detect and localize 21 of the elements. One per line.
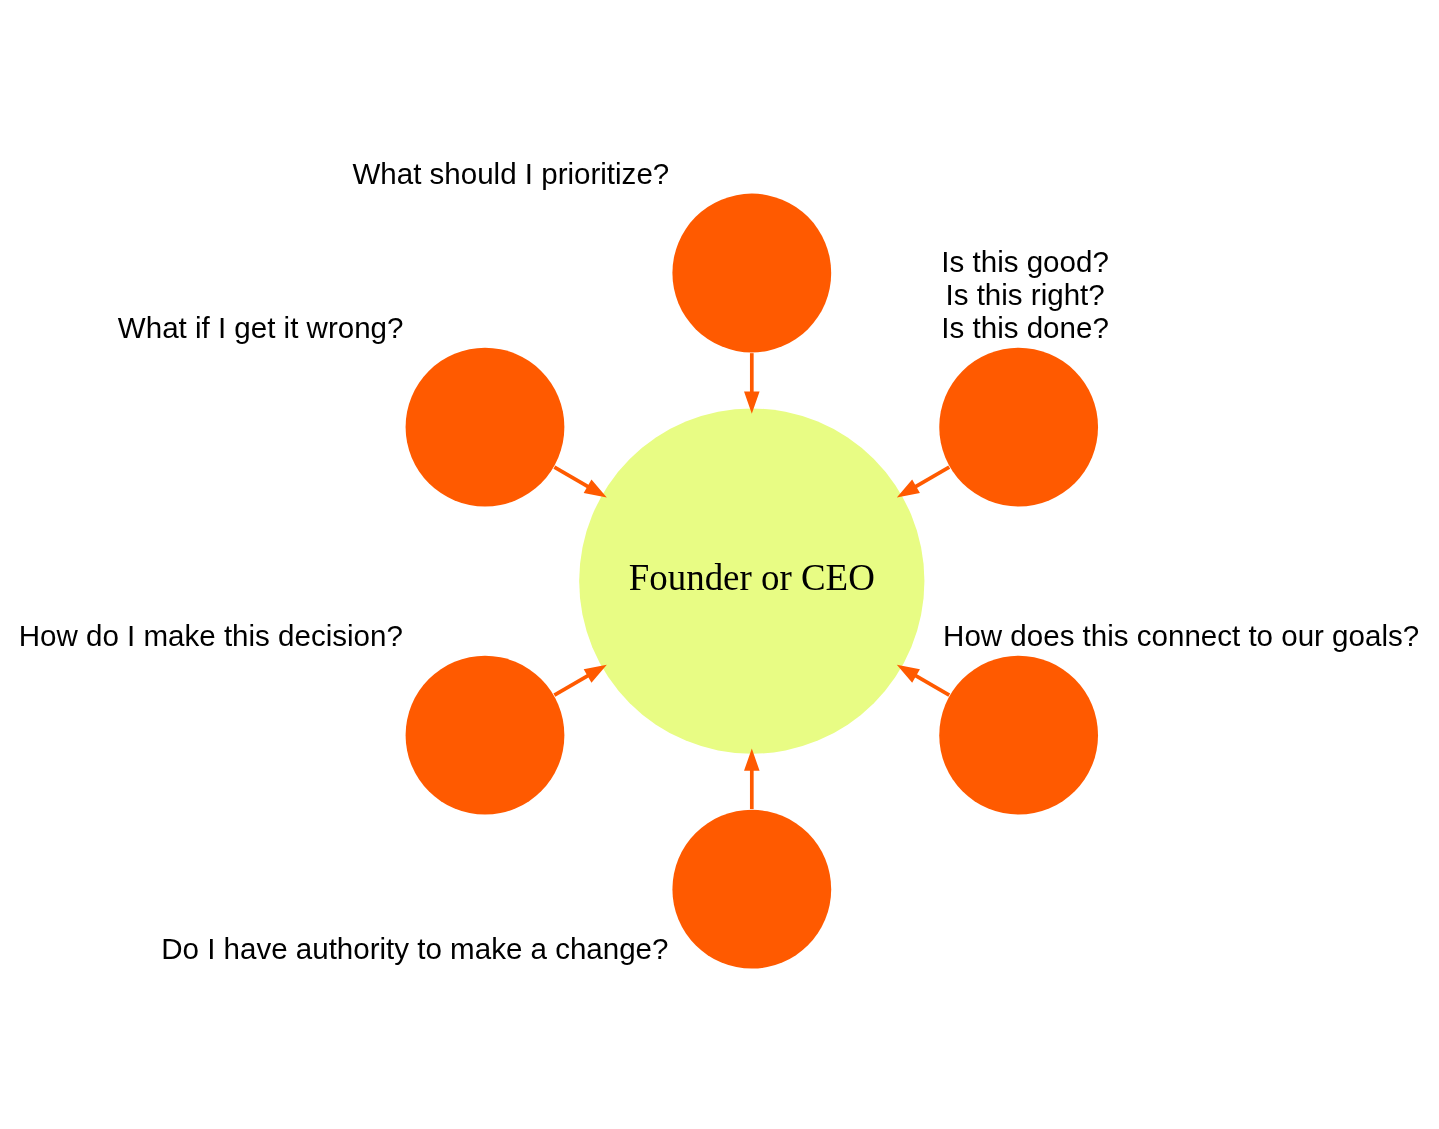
node-circle (672, 193, 832, 353)
node-label: What should I prioritize? (352, 157, 670, 191)
node-circle (672, 809, 832, 969)
arrow (744, 353, 760, 414)
node-circle (405, 347, 565, 507)
node-circle (939, 347, 1099, 507)
node-label: How does this connect to our goals? (943, 619, 1420, 653)
arrow (553, 664, 607, 697)
arrow (896, 465, 951, 498)
node-label: Is this done? (941, 311, 1109, 345)
arrow (553, 465, 607, 498)
arrow (896, 664, 951, 697)
node-circle: Founder or CEO (579, 408, 925, 754)
node-label: How do I make this decision? (18, 619, 403, 653)
node-label: Is this right? (945, 277, 1105, 311)
node-label: Is this good? (941, 244, 1109, 278)
node-label: Do I have authority to make a change? (161, 932, 669, 966)
arrow (744, 748, 760, 810)
node-circle (939, 655, 1099, 815)
node-label: What if I get it wrong? (117, 311, 404, 345)
node-circle (405, 655, 565, 815)
